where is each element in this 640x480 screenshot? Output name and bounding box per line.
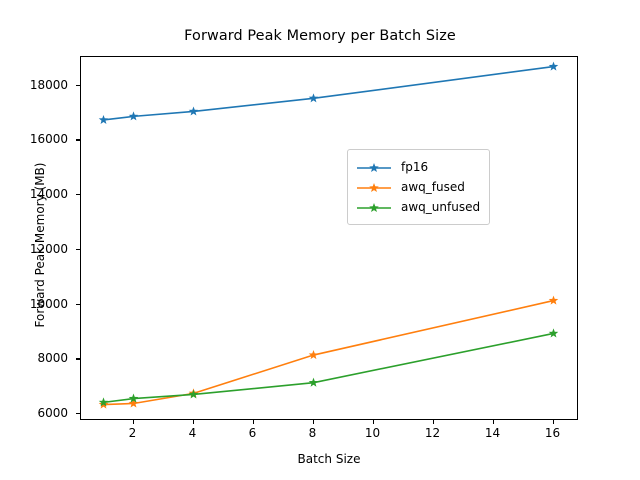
series-marker-awq_unfused xyxy=(548,328,559,338)
y-axis-tick-label: 16000 xyxy=(29,132,68,147)
series-line-awq_unfused xyxy=(103,332,554,404)
series-marker-fp16 xyxy=(188,106,199,116)
legend-item-awq_fused[interactable]: awq_fused xyxy=(356,177,480,197)
y-axis-tick-label: 14000 xyxy=(29,187,68,202)
series-marker-awq_fused xyxy=(308,350,319,360)
legend-swatch-icon xyxy=(356,180,392,194)
x-axis-tick-mark xyxy=(552,420,554,424)
series-marker-fp16 xyxy=(548,61,559,71)
chart-title: Forward Peak Memory per Batch Size xyxy=(184,28,456,44)
series-marker-fp16 xyxy=(128,111,139,121)
legend-swatch-icon xyxy=(356,160,392,174)
x-axis-tick-mark xyxy=(252,420,254,424)
x-axis-tick-mark xyxy=(372,420,374,424)
y-axis-tick-mark xyxy=(76,248,80,251)
legend-label: awq_fused xyxy=(401,180,465,194)
series-marker-fp16 xyxy=(308,93,319,103)
chart-legend: fp16 awq_fused awq_unfused xyxy=(347,149,491,225)
y-axis-tick-mark xyxy=(76,139,80,141)
series-marker-awq_unfused xyxy=(188,389,199,399)
y-axis-tick-label: 18000 xyxy=(29,77,68,92)
x-axis-label: Batch Size xyxy=(297,452,361,466)
y-axis-tick-mark xyxy=(76,303,80,305)
x-axis-tick-mark xyxy=(492,420,494,424)
x-axis-tick-label: 6 xyxy=(248,426,257,440)
series-line-awq_fused xyxy=(103,299,554,406)
legend-label: fp16 xyxy=(401,160,429,174)
plot-lines xyxy=(98,61,559,409)
y-axis-tick-label: 12000 xyxy=(29,241,68,256)
series-line-fp16 xyxy=(103,65,554,121)
series-marker-awq_fused xyxy=(548,295,559,305)
x-axis-tick-label: 12 xyxy=(424,426,441,440)
x-axis-tick-mark xyxy=(312,420,314,424)
y-axis-tick-mark xyxy=(76,194,80,196)
x-axis-tick-mark xyxy=(432,420,434,424)
legend-label: awq_unfused xyxy=(401,200,481,214)
legend-item-awq_unfused[interactable]: awq_unfused xyxy=(356,197,480,217)
series-marker-awq_unfused xyxy=(128,393,139,403)
series-marker-fp16 xyxy=(98,114,109,124)
y-axis-tick-label: 8000 xyxy=(37,351,68,366)
series-marker-awq_unfused xyxy=(308,377,319,387)
x-axis-tick-label: 16 xyxy=(544,426,561,440)
x-axis-tick-label: 8 xyxy=(308,426,317,440)
y-axis-tick-label: 6000 xyxy=(37,406,68,421)
y-axis-tick-mark xyxy=(76,358,80,360)
y-axis-tick-label: 10000 xyxy=(29,296,68,311)
y-axis-tick-mark xyxy=(76,413,80,415)
series-marker-awq_unfused xyxy=(98,397,109,407)
plot-area xyxy=(80,56,578,420)
legend-item-fp16[interactable]: fp16 xyxy=(356,157,480,177)
series-marker-awq_fused xyxy=(128,398,139,408)
legend-swatch-icon xyxy=(356,200,392,214)
x-axis-tick-label: 2 xyxy=(128,426,137,440)
x-axis-tick-label: 10 xyxy=(364,426,381,440)
x-axis-tick-label: 4 xyxy=(188,426,197,440)
x-axis-tick-label: 14 xyxy=(484,426,501,440)
x-axis-tick-mark xyxy=(192,420,194,424)
x-axis-tick-mark xyxy=(132,420,134,424)
y-axis-tick-mark xyxy=(76,84,80,86)
